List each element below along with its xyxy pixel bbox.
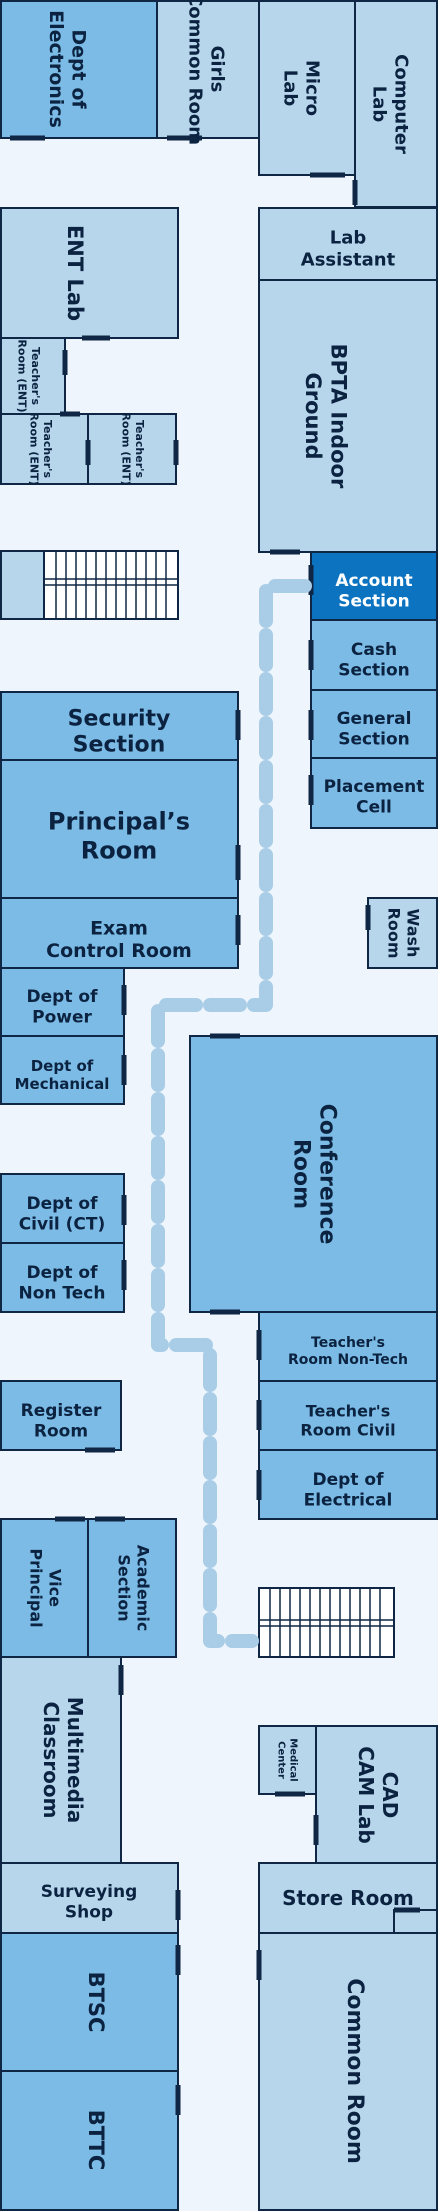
label-store-room: Store Room: [282, 1886, 414, 1910]
room-teachers-room-civil[interactable]: [258, 1380, 438, 1451]
room-surveying-shop[interactable]: [0, 1862, 179, 1934]
room-common-room[interactable]: [258, 1932, 438, 2211]
room-medical-center[interactable]: [258, 1725, 317, 1795]
label-teachers-room-ent-3: Teacher'sRoom (ENT): [120, 412, 146, 485]
room-dept-civil-ct[interactable]: [0, 1173, 125, 1244]
room-dept-non-tech[interactable]: [0, 1242, 125, 1313]
room-general-section[interactable]: [310, 689, 438, 759]
label-bttc: BTTC: [84, 2110, 108, 2171]
staircase-steps-upper: [43, 550, 179, 620]
label-multimedia-classroom: MultimediaClassroom: [39, 1697, 87, 1823]
route-path: [151, 579, 312, 1648]
room-account-section[interactable]: [310, 551, 438, 621]
label-ent-lab: ENT Lab: [63, 225, 87, 321]
label-computer-lab: ComputerLab: [369, 54, 412, 154]
room-bpta-indoor-ground[interactable]: [258, 279, 438, 553]
room-teachers-room-ent-1[interactable]: [0, 337, 66, 415]
label-micro-lab: MicroLab: [280, 60, 323, 116]
label-medical-center: MedicalCenter: [276, 1738, 299, 1781]
room-teachers-room-non-tech[interactable]: [258, 1311, 438, 1382]
room-dept-electrical[interactable]: [258, 1449, 438, 1520]
room-dept-mechanical[interactable]: [0, 1035, 125, 1105]
label-conference-room: ConferenceRoom: [288, 1104, 339, 1245]
room-ent-lab[interactable]: [0, 207, 179, 339]
label-teachers-room-ent-1: Teacher'sRoom (ENT): [16, 339, 42, 412]
room-register-room[interactable]: [0, 1380, 122, 1451]
room-conference-room[interactable]: [189, 1035, 438, 1313]
doors-layer: [10, 135, 420, 2115]
room-cad-cam-lab[interactable]: [315, 1725, 438, 1864]
label-btsc: BTSC: [84, 1972, 108, 2033]
label-wash-room: WashRoom: [384, 908, 422, 959]
room-teachers-room-ent-2[interactable]: [0, 413, 89, 485]
room-vice-principal[interactable]: [0, 1518, 89, 1658]
label-teachers-room-ent-2: Teacher'sRoom (ENT): [28, 412, 54, 485]
label-academic-section: AcademicSection: [114, 1545, 152, 1632]
room-multimedia-classroom[interactable]: [0, 1656, 122, 1864]
label-common-room: Common Room: [342, 1978, 367, 2164]
room-bttc[interactable]: [0, 2070, 179, 2211]
label-girls-common-room: GirlsCommon Room: [185, 0, 228, 145]
room-placement-cell[interactable]: [310, 757, 438, 829]
label-dept-electronics: Dept ofElectronics: [45, 10, 90, 128]
room-girls-common-room[interactable]: [156, 0, 260, 139]
label-cad-cam-lab: CADCAM Lab: [354, 1746, 402, 1844]
room-academic-section[interactable]: [87, 1518, 177, 1658]
room-security-section[interactable]: [0, 691, 239, 761]
label-bpta-indoor-ground: BPTA IndoorGround: [301, 344, 350, 489]
staircase-steps-lower: [258, 1587, 395, 1658]
room-wash-room[interactable]: [367, 897, 438, 969]
labels-layer: Dept ofElectronics GirlsCommon Room Micr…: [15, 0, 425, 2170]
room-store-room[interactable]: [258, 1862, 438, 1934]
room-dept-electronics[interactable]: [0, 0, 158, 139]
room-micro-lab[interactable]: [258, 0, 356, 176]
room-exam-control-room[interactable]: [0, 897, 239, 969]
room-principals-room[interactable]: [0, 759, 239, 899]
label-vice-principal: VicePrincipal: [26, 1548, 64, 1627]
